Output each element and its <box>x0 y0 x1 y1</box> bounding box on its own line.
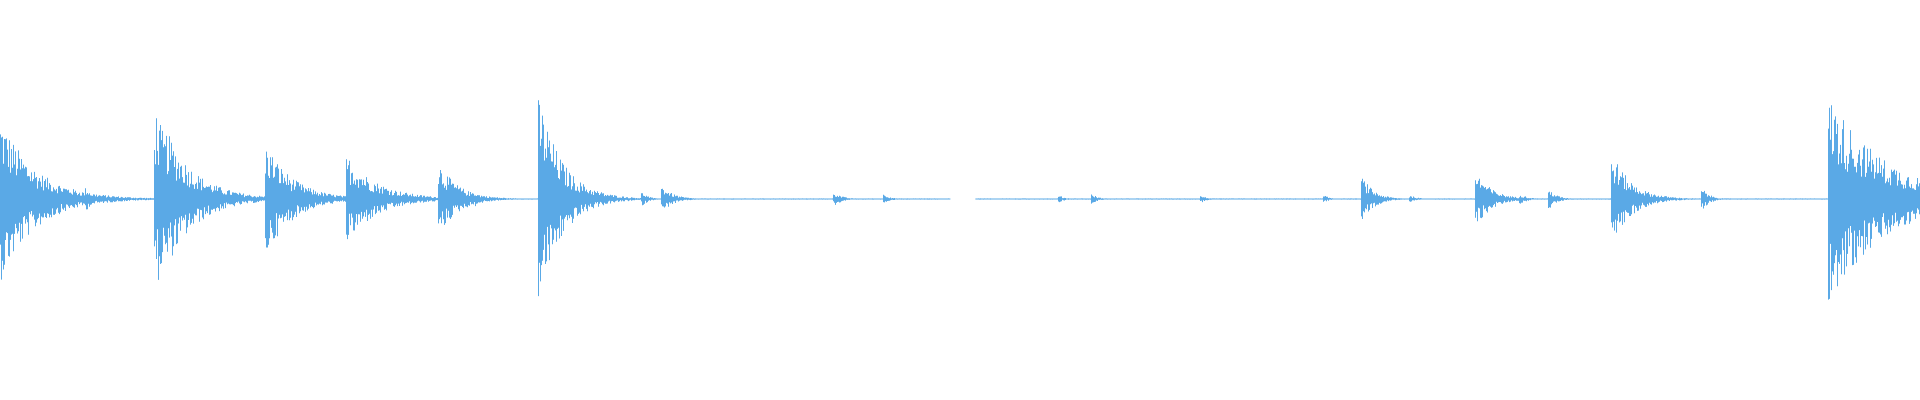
waveform-trace <box>0 100 1920 300</box>
waveform-samples <box>0 100 1920 300</box>
waveform-silence-gap <box>950 197 976 201</box>
